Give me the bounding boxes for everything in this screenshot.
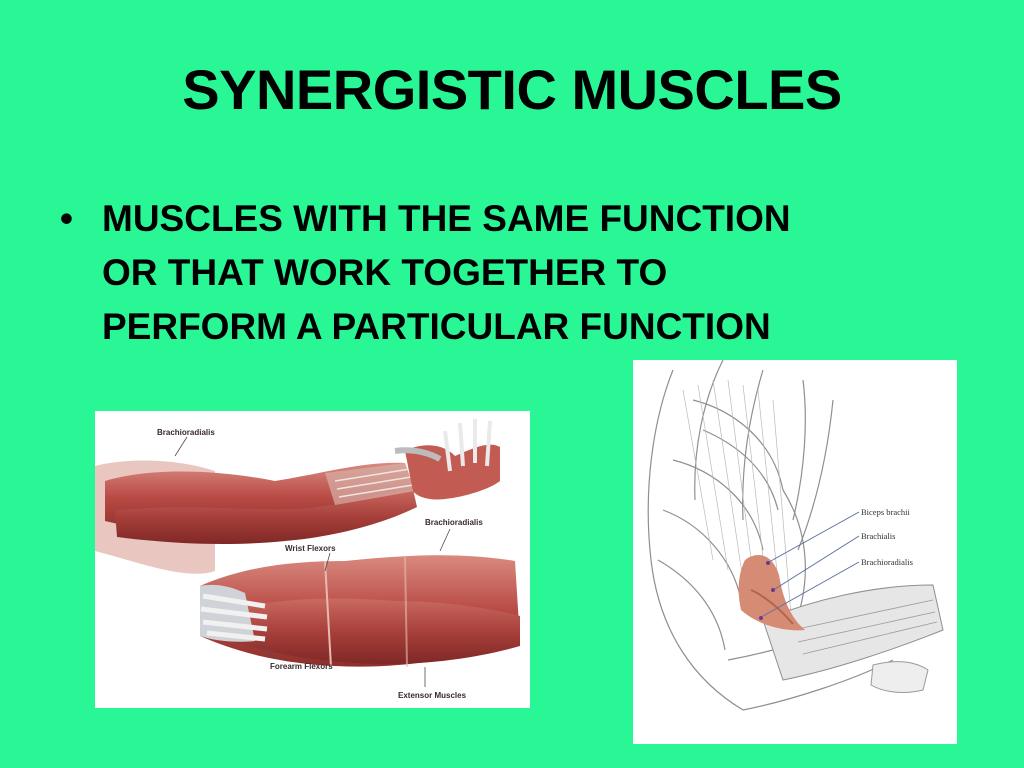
label-brachialis: Brachialis <box>861 531 895 541</box>
upper-arm-muscles-drawing: Biceps brachii Brachialis Brachioradiali… <box>647 360 944 711</box>
label-brachioradialis-top: Brachioradialis <box>157 428 215 437</box>
label-extensor-muscles: Extensor Muscles <box>398 691 467 700</box>
label-forearm-flexors: Forearm Flexors <box>270 662 333 671</box>
forearm-muscles-drawing: Brachioradialis Brachioradialis Wrist Fl… <box>95 419 520 700</box>
upper-arm-muscles-illustration: Biceps brachii Brachialis Brachioradiali… <box>633 360 957 744</box>
label-brachioradialis-mid: Brachioradialis <box>425 518 483 527</box>
label-wrist-flexors: Wrist Flexors <box>285 544 336 553</box>
forearm-muscles-illustration: Brachioradialis Brachioradialis Wrist Fl… <box>95 411 530 708</box>
bullet-text: MUSCLES WITH THE SAME FUNCTION OR THAT W… <box>102 198 791 347</box>
label-biceps-brachii: Biceps brachii <box>861 507 910 517</box>
bullet-dot-icon: • <box>60 198 73 239</box>
bullet-item: • MUSCLES WITH THE SAME FUNCTION OR THAT… <box>58 192 958 354</box>
slide-title: SYNERGISTIC MUSCLES <box>182 58 842 121</box>
bullet-list: • MUSCLES WITH THE SAME FUNCTION OR THAT… <box>58 192 958 354</box>
label-brachioradialis: Brachioradialis <box>861 557 913 567</box>
